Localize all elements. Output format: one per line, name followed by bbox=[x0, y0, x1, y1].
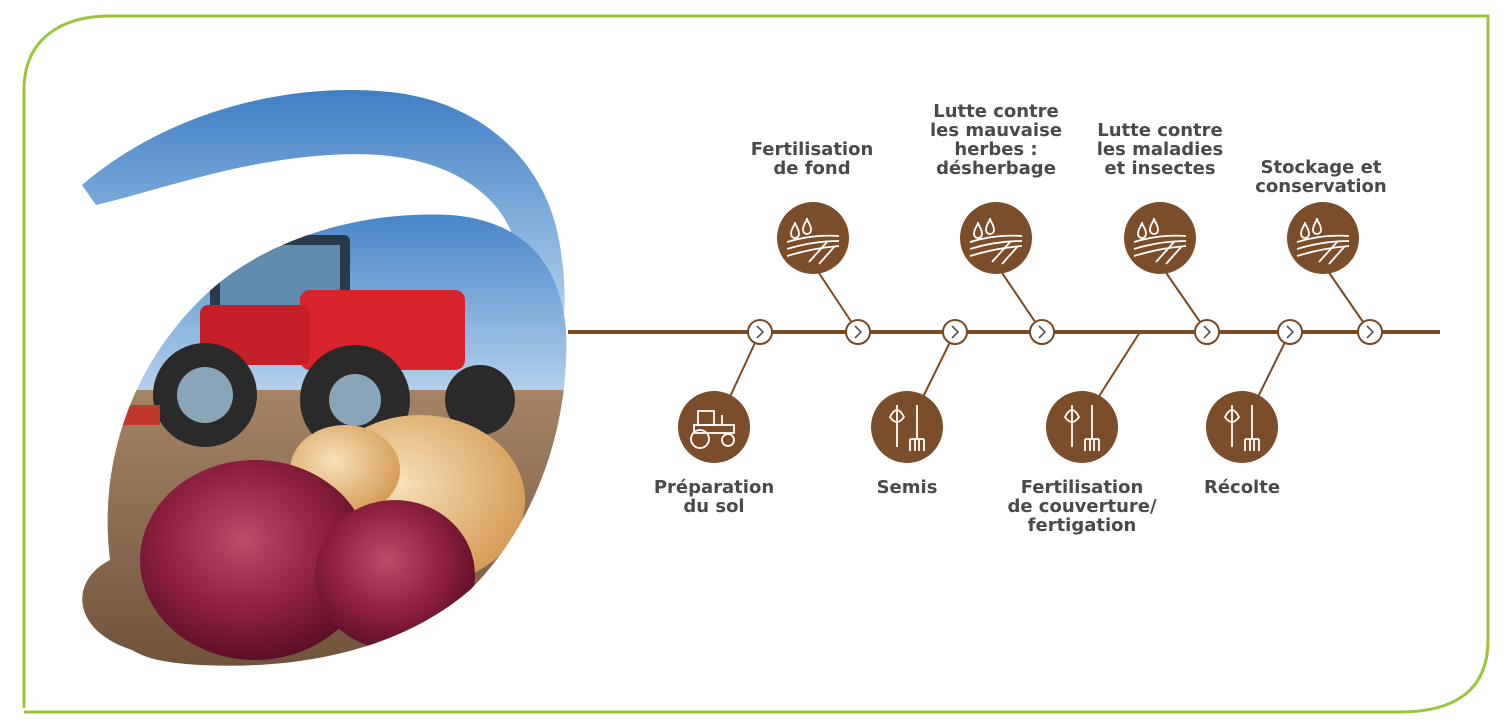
chevron-right-icon bbox=[1357, 319, 1383, 345]
spade-fork-icon bbox=[1046, 391, 1118, 463]
chevron-right-icon bbox=[845, 319, 871, 345]
top-connector-2 bbox=[995, 263, 1043, 333]
chevron-right-icon bbox=[1277, 319, 1303, 345]
field-drops-icon bbox=[1287, 202, 1359, 274]
bottom-step-label-4: Récolte bbox=[1203, 477, 1281, 498]
chevron-right-icon bbox=[1029, 319, 1055, 345]
top-step-label-4: Stockage et conservation bbox=[1255, 157, 1387, 197]
bottom-step-label-1: Préparation du sol bbox=[653, 477, 775, 517]
field-drops-icon bbox=[960, 202, 1032, 274]
bottom-step-label-2: Semis bbox=[876, 477, 938, 498]
top-step-label-1: Fertilisation de fond bbox=[750, 139, 874, 179]
top-connector-3 bbox=[1159, 263, 1208, 333]
field-drops-icon bbox=[1124, 202, 1196, 274]
onions bbox=[140, 415, 525, 660]
chevron-right-icon bbox=[1194, 319, 1220, 345]
tractor-onions-photo bbox=[82, 90, 567, 666]
bottom-step-label-3: Fertilisation de couverture/ fertigation bbox=[1007, 477, 1157, 536]
frame-border bbox=[22, 14, 1490, 714]
tractor bbox=[100, 235, 515, 455]
top-step-label-3: Lutte contre les maladies et insectes bbox=[1096, 120, 1224, 179]
sky-swoosh bbox=[82, 90, 565, 330]
top-connector-4 bbox=[1322, 263, 1371, 333]
chevron-right-icon bbox=[747, 319, 773, 345]
top-step-label-2: Lutte contre les mauvaise herbes : déshe… bbox=[929, 101, 1063, 179]
chevron-right-icon bbox=[942, 319, 968, 345]
top-connector-1 bbox=[812, 263, 859, 333]
field-drops-icon bbox=[777, 202, 849, 274]
bottom-connector-3 bbox=[1095, 331, 1141, 402]
spade-fork-icon bbox=[871, 391, 943, 463]
spade-fork-icon bbox=[1206, 391, 1278, 463]
tractor-icon bbox=[678, 391, 750, 463]
